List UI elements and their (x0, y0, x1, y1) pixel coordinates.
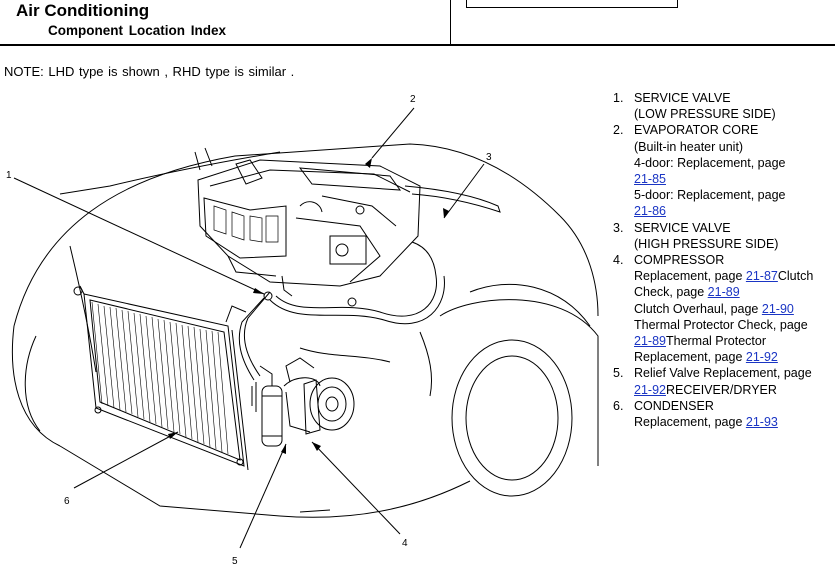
component-location-diagram: 1 2 3 4 5 6 (0, 86, 600, 570)
legend-item-detail: Replacement, page (634, 350, 743, 365)
legend-item-name: SERVICE VALVE (634, 220, 731, 235)
legend-item-detail: Clutch (777, 269, 814, 284)
page-link-21-89-thermal[interactable]: 21-89 (634, 334, 666, 349)
evaporator-heater-unit-drawing (197, 159, 421, 287)
page-reference-box (466, 0, 678, 8)
refrigerant-lines-drawing (225, 241, 445, 381)
legend-item-detail: 5-door: Replacement, page (634, 188, 786, 203)
callout-6: 6 (64, 496, 70, 507)
header-divider (450, 0, 451, 44)
legend-item-detail: (Built-in heater unit) (634, 139, 744, 154)
legend-item-relief-valve: 5. Relief Valve Replacement, page 21-92R… (613, 365, 835, 397)
page-link-21-86[interactable]: 21-86 (634, 204, 666, 219)
legend-item-detail: RECEIVER/DRYER (665, 382, 777, 397)
legend-item-name: COMPRESSOR (634, 253, 725, 268)
callout-5: 5 (232, 556, 238, 567)
legend-item-name: CONDENSER (634, 398, 714, 413)
page-link-21-93[interactable]: 21-93 (745, 415, 778, 430)
legend-item-detail: Clutch Overhaul, page (634, 301, 759, 316)
legend-item-detail: Thermal Protector Check, page (634, 317, 808, 332)
condenser-drawing (73, 285, 249, 471)
legend-item-condenser: 6. CONDENSER Replacement, page 21-93 (613, 398, 835, 430)
legend-item-number: 2. (613, 123, 624, 138)
legend-item-detail: Replacement, page (634, 269, 743, 284)
leader-arrowheads (168, 158, 449, 454)
legend-item-detail: 4-door: Replacement, page (634, 155, 786, 170)
callout-4: 4 (402, 538, 408, 549)
legend-item-compressor: 4. COMPRESSOR Replacement, page 21-87Clu… (613, 252, 835, 365)
legend-item-detail: (LOW PRESSURE SIDE) (634, 107, 776, 122)
legend-item-detail: Replacement, page (634, 415, 743, 430)
page-link-21-87[interactable]: 21-87 (745, 269, 778, 284)
page-link-21-92[interactable]: 21-92 (745, 350, 778, 365)
page-header: Air Conditioning Component Location Inde… (0, 0, 835, 46)
leader-lines (13, 107, 485, 549)
callout-1: 1 (6, 170, 12, 181)
legend-item-detail: (HIGH PRESSURE SIDE) (634, 236, 779, 251)
legend-item-detail: Check, page (634, 285, 705, 300)
page-link-21-89[interactable]: 21-89 (707, 285, 740, 300)
component-legend: 1. SERVICE VALVE (LOW PRESSURE SIDE) 2. … (613, 90, 835, 430)
vehicle-outline (11, 143, 599, 518)
legend-item-number: 5. (613, 366, 624, 381)
legend-item-name: SERVICE VALVE (634, 91, 731, 105)
page-title: Air Conditioning (16, 1, 150, 20)
legend-item-number: 3. (613, 220, 624, 235)
legend-item-number: 1. (613, 91, 624, 105)
legend-item-service-valve-low: 1. SERVICE VALVE (LOW PRESSURE SIDE) (613, 90, 835, 122)
callout-3: 3 (486, 152, 492, 163)
callout-2: 2 (410, 94, 416, 105)
legend-item-name: Relief Valve Replacement, page (634, 366, 812, 381)
legend-item-name: EVAPORATOR CORE (634, 123, 759, 138)
legend-item-service-valve-high: 3. SERVICE VALVE (HIGH PRESSURE SIDE) (613, 220, 835, 252)
legend-item-detail: Thermal Protector (665, 334, 767, 349)
callout-labels: 1 2 3 4 5 6 (6, 94, 492, 567)
compressor-drawing (283, 357, 355, 435)
page-link-21-85[interactable]: 21-85 (634, 172, 666, 187)
legend-item-number: 4. (613, 253, 624, 268)
page-link-21-92-relief[interactable]: 21-92 (634, 382, 666, 397)
page-link-21-90[interactable]: 21-90 (761, 301, 794, 316)
note-text: NOTE: LHD type is shown , RHD type is si… (4, 64, 295, 79)
legend-item-evaporator-core: 2. EVAPORATOR CORE (Built-in heater unit… (613, 122, 835, 219)
page-subtitle: Component Location Index (48, 23, 226, 38)
legend-item-number: 6. (613, 398, 624, 413)
receiver-dryer-drawing (251, 365, 283, 447)
